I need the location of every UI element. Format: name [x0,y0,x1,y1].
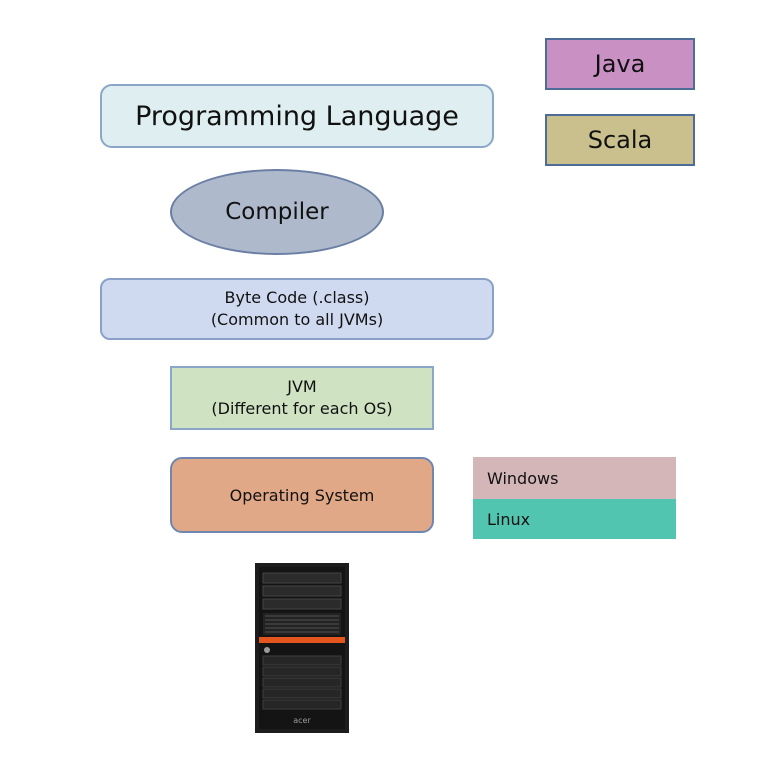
operating-system-label: Operating System [229,485,375,505]
byte-code-title: Byte Code (.class) [224,288,370,307]
linux-label-box: Linux [473,499,676,539]
java-label-box: Java [545,38,695,90]
compiler-label: Compiler [225,199,329,225]
java-label: Java [594,50,646,78]
linux-label: Linux [487,509,531,529]
programming-language-label: Programming Language [135,100,459,132]
compiler-ellipse: Compiler [170,169,384,255]
byte-code-box: Byte Code (.class) (Common to all JVMs) [100,278,494,340]
scala-label-box: Scala [545,114,695,166]
jvm-subtitle: (Different for each OS) [211,399,393,418]
server-brand-text: acer [293,716,311,725]
server-tower-icon: acer [249,557,356,738]
jvm-title: JVM [287,377,317,396]
windows-label: Windows [487,468,559,488]
operating-system-box: Operating System [170,457,434,533]
scala-label: Scala [587,126,653,154]
windows-label-box: Windows [473,457,676,499]
jvm-box: JVM (Different for each OS) [170,366,434,430]
byte-code-subtitle: (Common to all JVMs) [210,310,384,329]
server-tower-svg: acer [249,557,356,738]
programming-language-box: Programming Language [100,84,494,148]
